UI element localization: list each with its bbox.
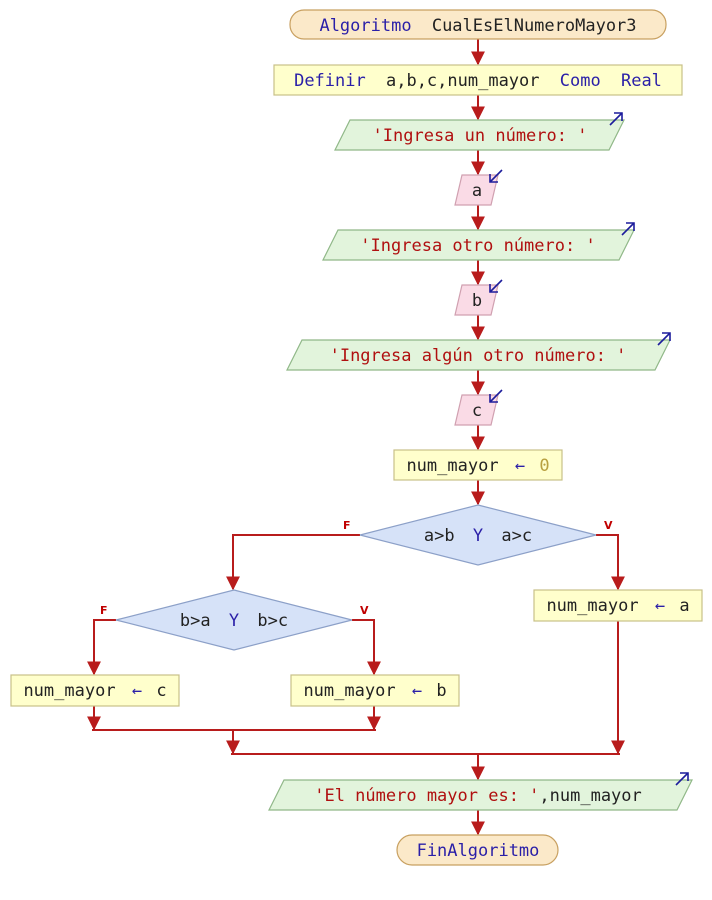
true-label: V: [360, 604, 369, 617]
output-arrow-icon: [621, 222, 635, 236]
output-arrow-icon: [609, 112, 623, 126]
true-branch-line: [596, 534, 625, 591]
define-node: Definir a,b,c,num_mayor Como Real: [273, 64, 683, 96]
assign-a-node: num_mayor ← a: [533, 589, 703, 622]
assign-process-shape: [10, 674, 180, 707]
start-label: Algoritmo CualEsElNumeroMayor3: [319, 16, 636, 36]
input-node-a: a: [454, 169, 503, 206]
connectors: [87, 39, 625, 836]
assign-c-node: num_mayor ← c: [10, 674, 180, 707]
assign-b-label: num_mayor ← b: [303, 681, 446, 701]
input-node-b: b: [454, 279, 503, 316]
output-node-1: 'Ingresa un número: ': [334, 112, 625, 151]
input-arrow-icon: [489, 169, 503, 183]
assign-init-label: num_mayor ← 0: [406, 456, 549, 476]
start-node: Algoritmo CualEsElNumeroMayor3: [289, 9, 667, 40]
assign-b-node: num_mayor ← b: [290, 674, 460, 707]
output-shape: [268, 779, 693, 811]
true-branch-line: [352, 619, 381, 676]
false-branch-line: [226, 534, 360, 591]
output-shape: [334, 119, 625, 151]
input-shape: [454, 284, 499, 316]
end-node: FinAlgoritmo: [396, 834, 559, 866]
true-label: V: [604, 519, 613, 532]
output-shape: [286, 339, 671, 371]
output-prompt-2: 'Ingresa otro número: ': [360, 236, 595, 256]
input-node-c: c: [454, 389, 503, 426]
false-label: F: [343, 519, 351, 532]
start-terminal-shape: [289, 9, 667, 40]
input-var-b: b: [472, 291, 482, 311]
assign-c-label: num_mayor ← c: [23, 681, 166, 701]
output-node-3: 'Ingresa algún otro número: ': [286, 332, 671, 371]
assign-process-shape: [393, 449, 563, 481]
assign-a-label: num_mayor ← a: [546, 596, 689, 616]
output-arrow-icon: [657, 332, 671, 346]
false-label: F: [100, 604, 108, 617]
output-node-2: 'Ingresa otro número: ': [322, 222, 635, 261]
assign-init-node: num_mayor ← 0: [393, 449, 563, 481]
end-terminal-shape: [396, 834, 559, 866]
assign-process-shape: [290, 674, 460, 707]
input-arrow-icon: [489, 279, 503, 293]
input-var-c: c: [472, 401, 482, 421]
decision-2-condition: b>a Y b>c: [180, 611, 288, 631]
input-arrow-icon: [489, 389, 503, 403]
output-prompt-1: 'Ingresa un número: ': [373, 126, 588, 146]
output-prompt-3: 'Ingresa algún otro número: ': [330, 346, 627, 366]
end-label: FinAlgoritmo: [417, 841, 540, 861]
define-label: Definir a,b,c,num_mayor Como Real: [294, 71, 662, 91]
assign-process-shape: [533, 589, 703, 622]
define-process-shape: [273, 64, 683, 96]
output-arrow-icon: [675, 772, 689, 786]
output-final-label: 'El número mayor es: ',num_mayor: [314, 786, 642, 806]
decision-shape: [359, 504, 597, 566]
input-var-a: a: [472, 181, 482, 201]
input-shape: [454, 394, 499, 426]
output-shape: [322, 229, 635, 261]
decision-node-1: a>b Y a>c F V: [343, 504, 613, 566]
output-node-final: 'El número mayor es: ',num_mayor: [268, 772, 693, 811]
decision-shape: [115, 589, 353, 651]
false-branch-line: [87, 619, 116, 676]
decision-1-condition: a>b Y a>c: [424, 526, 532, 546]
input-shape: [454, 174, 499, 206]
decision-node-2: b>a Y b>c F V: [100, 589, 369, 651]
